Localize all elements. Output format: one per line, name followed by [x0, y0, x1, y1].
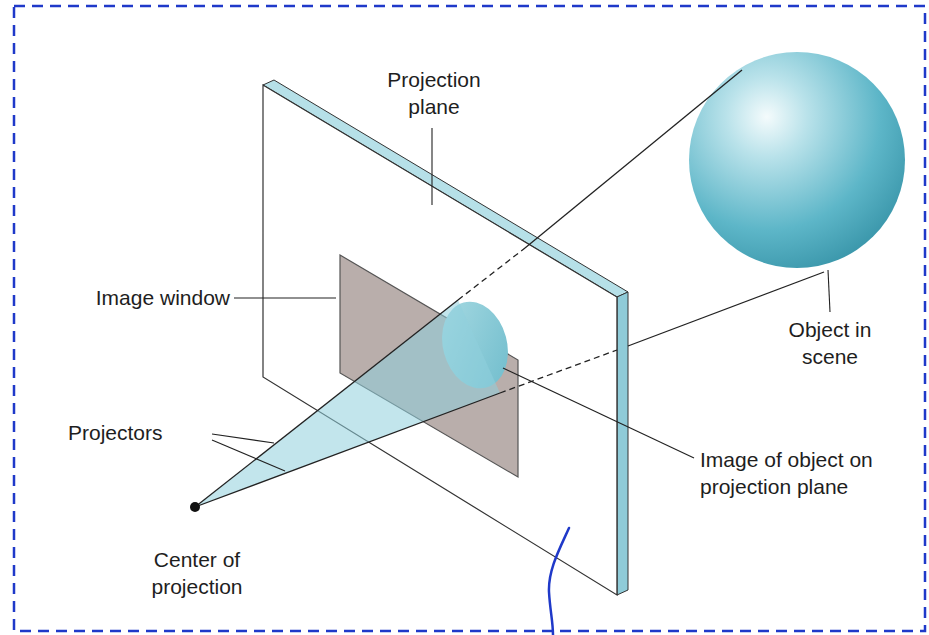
center-point — [190, 502, 200, 512]
projector-line — [195, 300, 458, 507]
leader-line — [212, 434, 274, 443]
callout-label: Image window — [40, 284, 230, 311]
leader-line — [234, 297, 336, 298]
callout-label: Object in scene — [775, 316, 885, 370]
dashed-frame — [14, 6, 925, 631]
projector-cone — [195, 300, 500, 507]
sphere-object — [689, 52, 905, 268]
leader-line — [431, 128, 432, 205]
plane-side-edge — [617, 292, 628, 595]
callout-label: Projection plane — [372, 66, 496, 120]
callout-label: Projectors — [68, 419, 208, 446]
projector-line — [195, 393, 500, 507]
leader-line — [828, 270, 830, 312]
callout-label: Center of projection — [135, 546, 259, 600]
pen-mark — [549, 528, 569, 635]
projector-line-hidden — [458, 248, 525, 300]
projector-line-hidden — [500, 350, 617, 393]
leader-line — [503, 368, 694, 458]
projector-line — [525, 70, 742, 248]
callout-label: Image of object on projection plane — [700, 446, 912, 500]
leader-line — [212, 440, 285, 471]
